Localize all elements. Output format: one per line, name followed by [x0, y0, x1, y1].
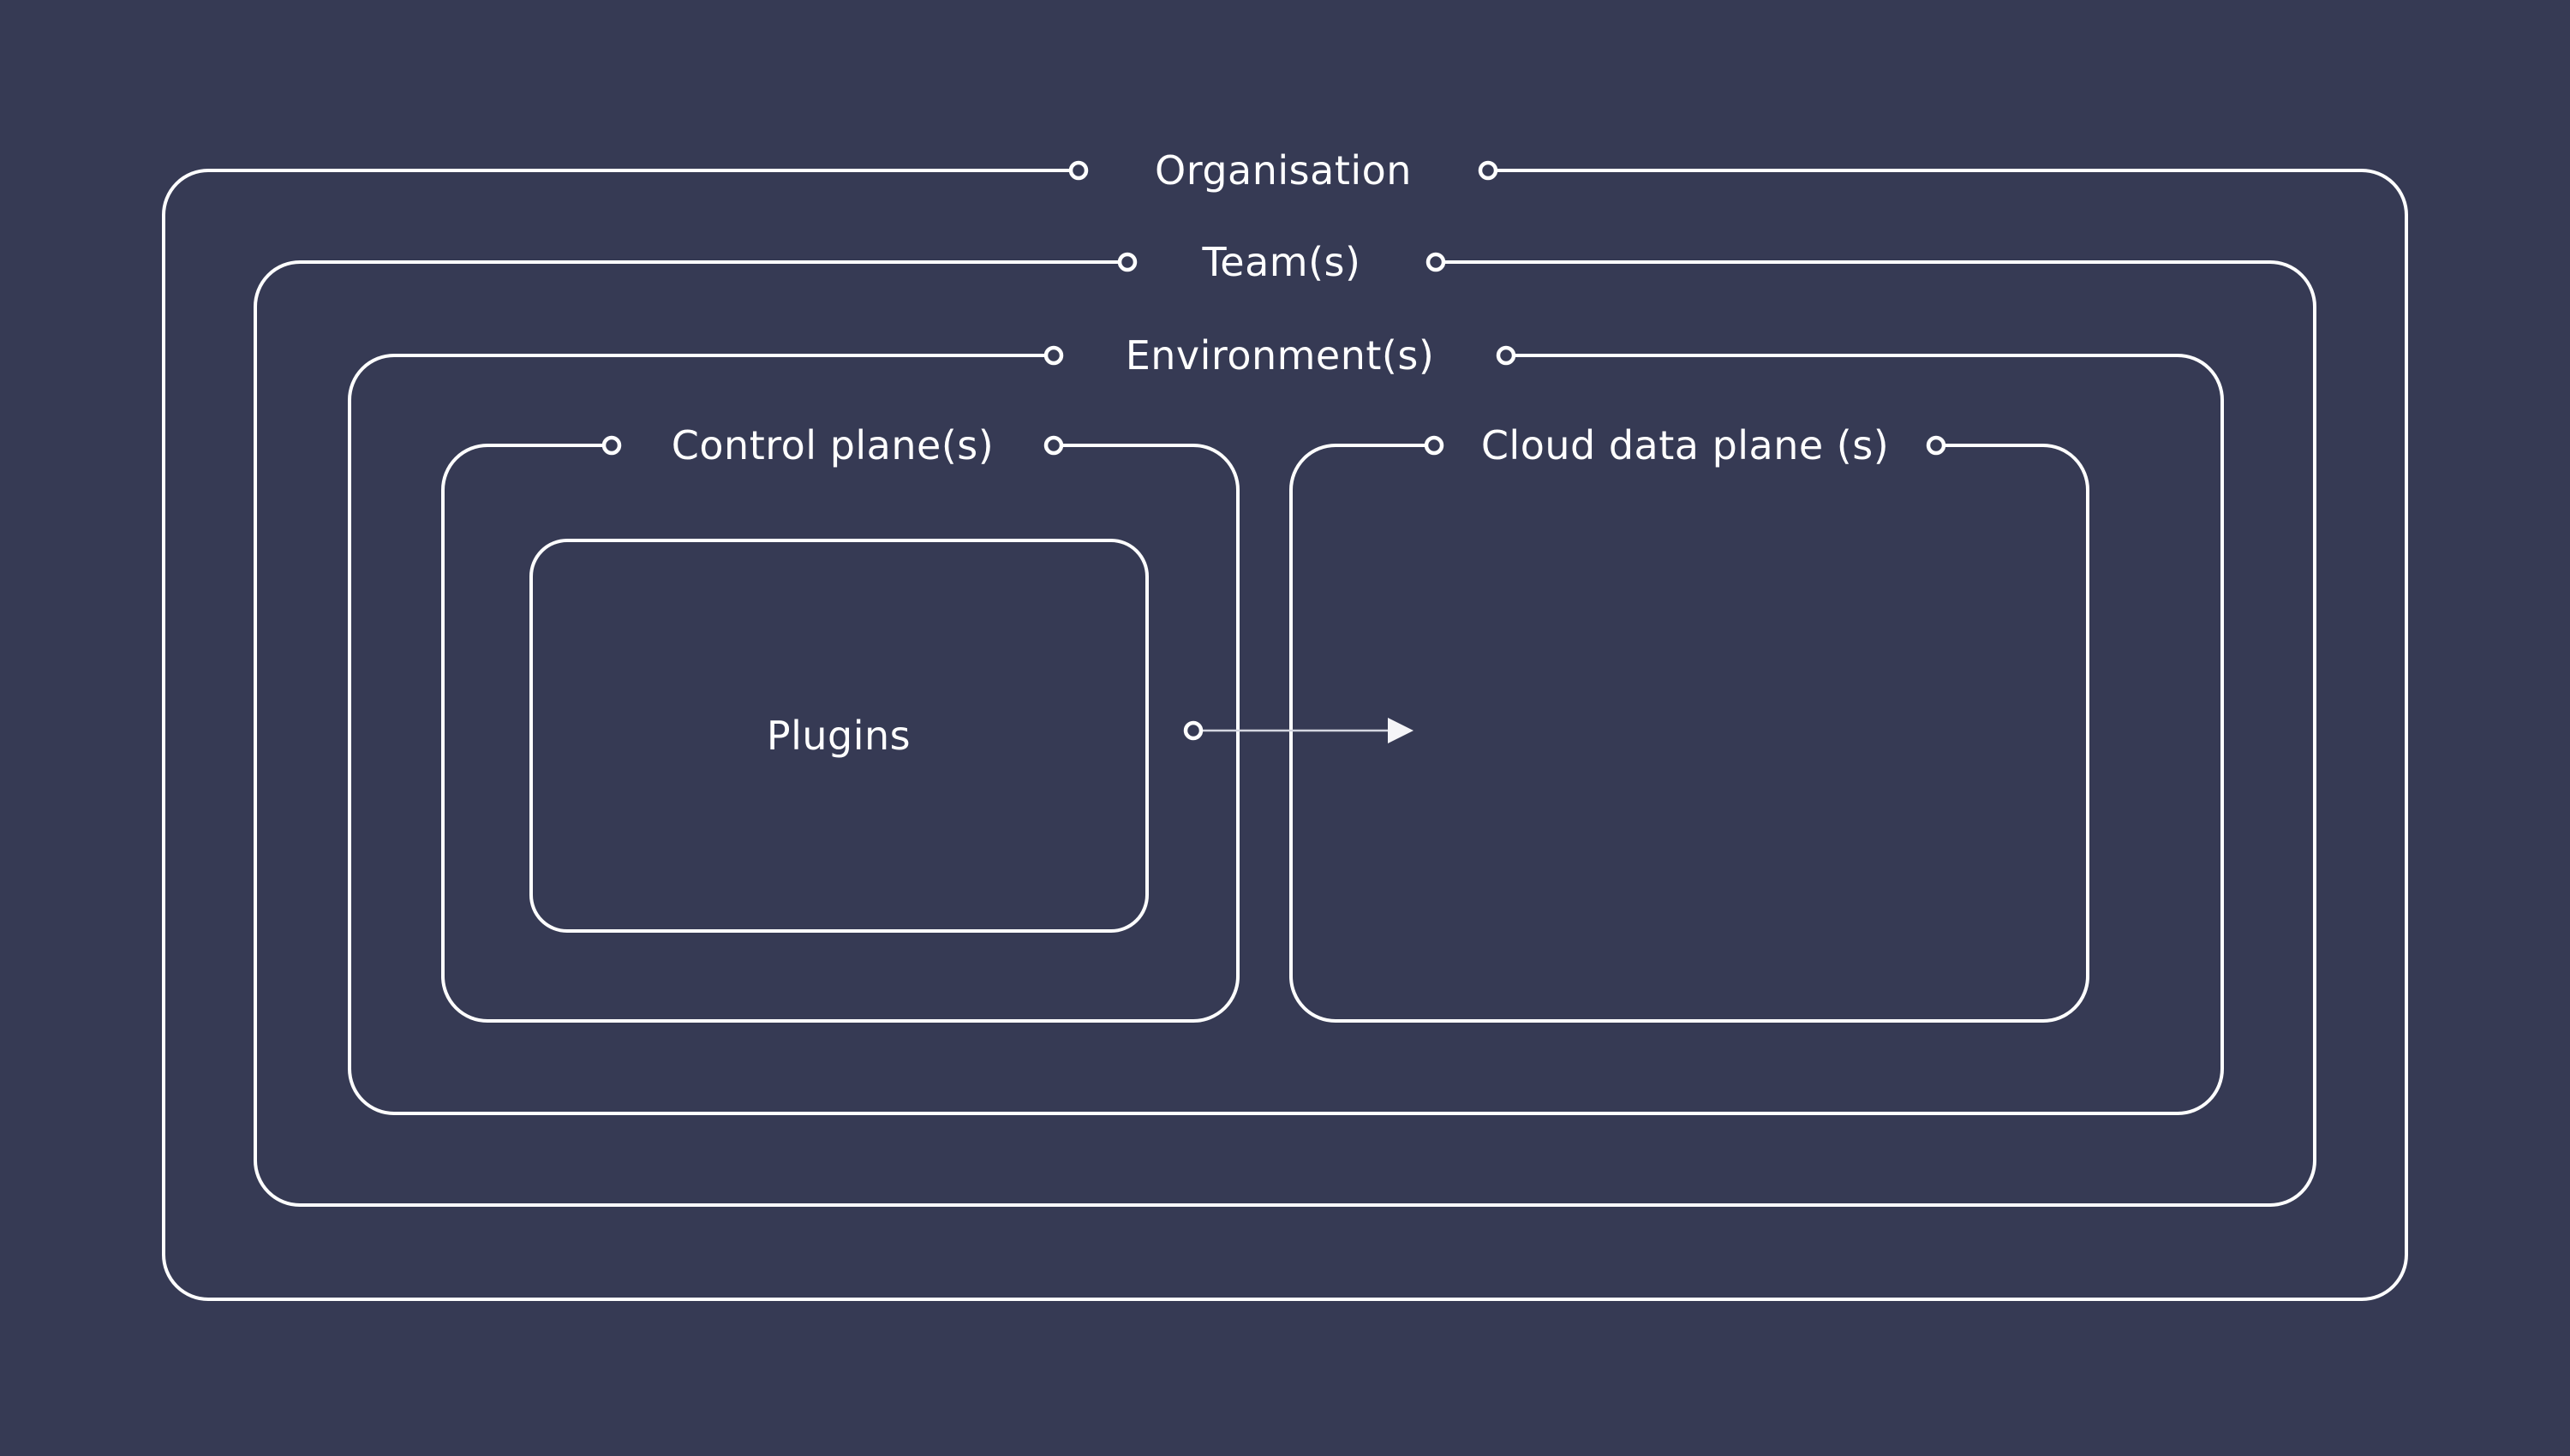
connector-dot	[1117, 252, 1138, 272]
control-plane-container: Control plane(s)	[441, 422, 1240, 1023]
connector-dot	[1068, 160, 1089, 181]
connector-dot	[601, 435, 622, 456]
connector-dot	[1425, 252, 1446, 272]
teams-label: Team(s)	[1202, 239, 1361, 285]
environments-label: Environment(s)	[1126, 332, 1435, 379]
organisation-border	[162, 169, 2408, 1301]
cloud-data-plane-container: Cloud data plane (s)	[1289, 422, 2089, 1023]
cloud-data-plane-label: Cloud data plane (s)	[1481, 422, 1889, 468]
plugins-label: Plugins	[767, 713, 911, 759]
connector-dot	[1478, 160, 1498, 181]
connector-dot	[1424, 435, 1444, 456]
connector-dot	[1043, 435, 1064, 456]
connector-dot	[1043, 345, 1064, 366]
plugins-border	[529, 539, 1149, 933]
arrow-origin-dot	[1183, 720, 1204, 741]
arrow-head-icon	[1388, 718, 1414, 743]
control-plane-label: Control plane(s)	[672, 422, 994, 468]
connector-dot	[1496, 345, 1516, 366]
control-to-cloud-arrow	[1183, 718, 1414, 743]
environments-container: Environment(s)	[348, 332, 2224, 1115]
organisation-label: Organisation	[1155, 147, 1412, 194]
control-plane-border	[441, 444, 1240, 1023]
plugins-container: Plugins	[529, 539, 1149, 933]
organisation-container: Organisation	[162, 147, 2408, 1301]
teams-border	[254, 260, 2316, 1207]
cloud-data-plane-border	[1289, 444, 2089, 1023]
teams-container: Team(s)	[254, 239, 2316, 1207]
connector-dot	[1926, 435, 1946, 456]
environments-border	[348, 354, 2224, 1115]
